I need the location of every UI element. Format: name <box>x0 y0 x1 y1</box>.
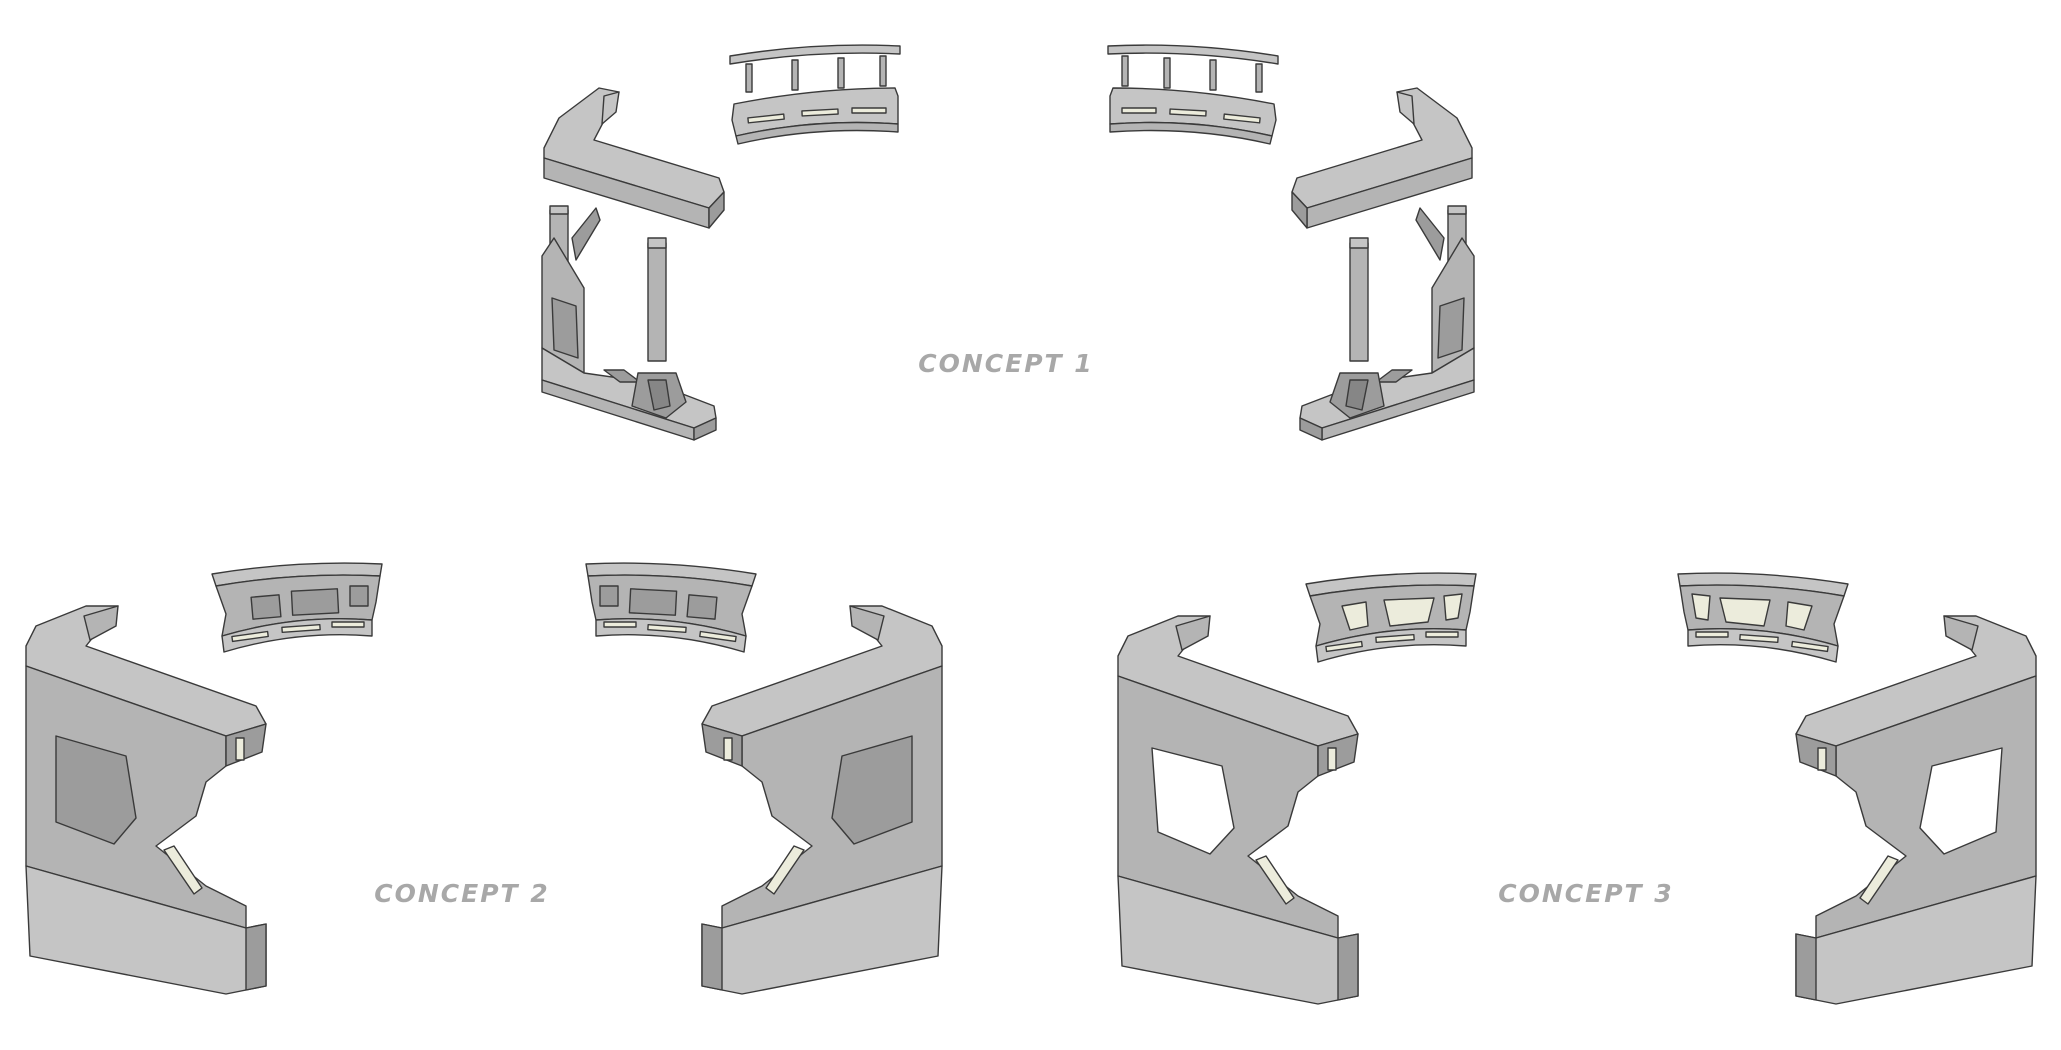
concept-3-rear-right-bench <box>1677 572 1849 663</box>
concept-1-label: CONCEPT 1 <box>918 349 1093 378</box>
concept-2-front-left-seat <box>25 605 267 995</box>
concept-1-rear-right-rail <box>1107 44 1279 145</box>
concept-2-label: CONCEPT 2 <box>374 879 549 908</box>
concept-2-rear-right-bench <box>585 562 757 653</box>
concept-2-rear-left-bench <box>211 562 383 653</box>
concept-2-front-right-seat <box>701 605 943 995</box>
concept-1-front-right-seat <box>1291 87 1475 441</box>
concept-1-rear-left-rail <box>729 44 901 145</box>
concept-3-rear-left-bench <box>1305 572 1477 663</box>
concept-3-label: CONCEPT 3 <box>1498 879 1673 908</box>
concept-3-group: CONCEPT 3 <box>1117 572 2037 1005</box>
concept-2-group: CONCEPT 2 <box>25 562 943 995</box>
concept-1-front-left-seat <box>541 87 725 441</box>
concept-3-front-left-seat <box>1117 615 1359 1005</box>
concept-3-front-right-seat <box>1795 615 2037 1005</box>
concept-1-group: CONCEPT 1 <box>541 44 1475 441</box>
